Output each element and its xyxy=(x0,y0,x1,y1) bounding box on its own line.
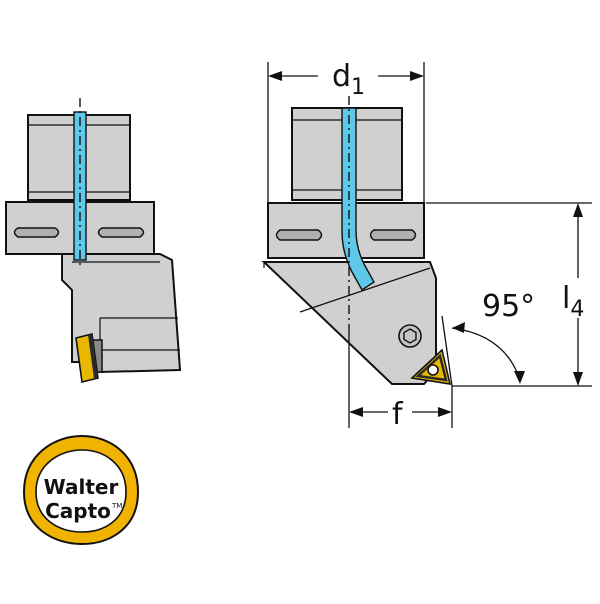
angle-label: 95° xyxy=(482,289,535,324)
logo-inner-field xyxy=(35,449,127,533)
clamp-screw xyxy=(398,324,422,348)
logo-line-2: Capto xyxy=(45,499,111,523)
logo-line-1: Walter xyxy=(44,475,119,499)
side-slot-right xyxy=(97,227,145,238)
top-coolant-channel xyxy=(341,107,375,292)
top-slot-left xyxy=(275,229,323,241)
side-view xyxy=(5,98,182,383)
l4-label: l4 xyxy=(562,281,584,322)
side-slot-left xyxy=(13,227,60,238)
logo-trademark: TM xyxy=(111,502,122,510)
dimension-arrowheads xyxy=(268,71,583,417)
f-label: f xyxy=(392,397,404,432)
top-slot-right xyxy=(369,229,417,241)
d1-label: d1 xyxy=(332,59,365,100)
top-view xyxy=(261,96,452,385)
top-head xyxy=(261,261,437,385)
walter-capto-logo: Walter Capto TM xyxy=(22,434,140,546)
insert-hole xyxy=(427,364,439,376)
